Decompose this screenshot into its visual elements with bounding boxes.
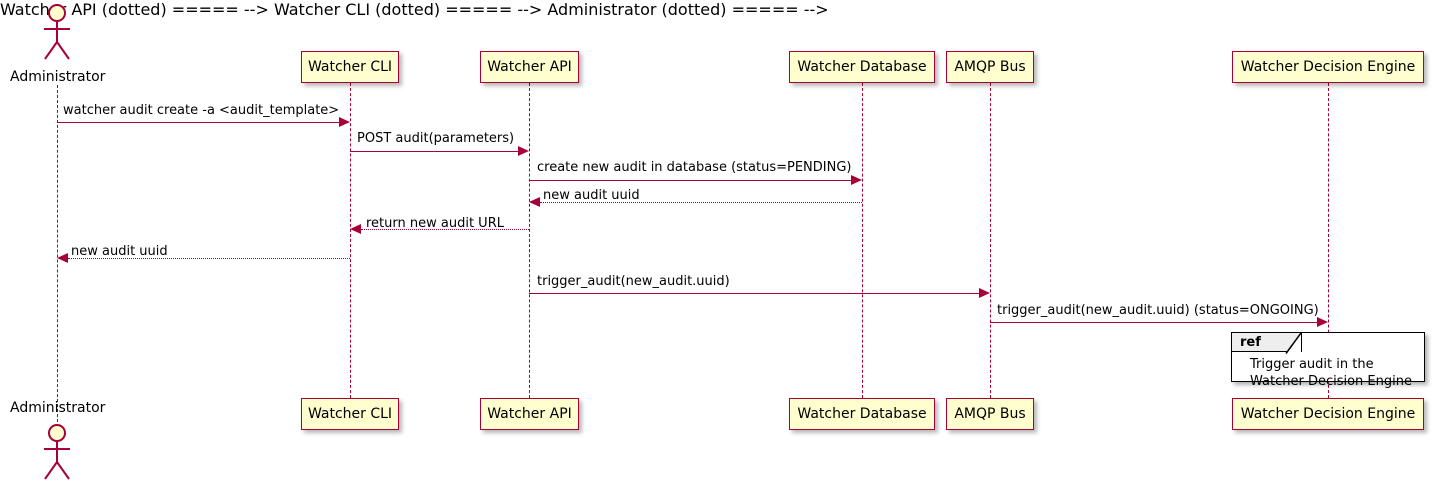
arrowhead-m7 — [979, 288, 990, 298]
message-line-m2 — [350, 151, 518, 152]
participant-watcher-database-bottom[interactable]: Watcher Database — [789, 398, 935, 430]
arrowhead-m3 — [851, 175, 862, 185]
participant-watcher-cli-bottom[interactable]: Watcher CLI — [301, 398, 399, 430]
message-line-m4 — [540, 202, 862, 203]
message-label-m3: create new audit in database (status=PEN… — [537, 160, 852, 175]
ref-fragment-tab-label: ref — [1240, 334, 1261, 350]
actor-label-top: Administrator — [10, 69, 106, 85]
participant-label: Watcher API — [487, 406, 572, 422]
lifeline-watcher-database — [862, 83, 863, 398]
participant-label: Watcher Database — [797, 406, 927, 422]
ref-fragment-body: Trigger audit in the Watcher Decision En… — [1232, 354, 1424, 390]
arrowhead-m4 — [529, 197, 540, 207]
actor-label-bottom: Administrator — [10, 400, 106, 416]
message-label-m4: new audit uuid — [543, 188, 640, 203]
message-line-m1 — [57, 122, 339, 123]
message-label-m6: new audit uuid — [71, 244, 168, 259]
lifeline-watcher-decision-engine — [1328, 83, 1329, 398]
ref-fragment: ref Trigger audit in the Watcher Decisio… — [1231, 332, 1425, 389]
ref-tab-corner-icon — [1285, 333, 1301, 354]
message-line-m5 — [361, 229, 529, 230]
participant-amqp-bus-bottom[interactable]: AMQP Bus — [946, 398, 1034, 430]
participant-label: Watcher CLI — [307, 406, 393, 422]
participant-watcher-api-bottom[interactable]: Watcher API — [480, 398, 579, 430]
ref-fragment-tab: ref — [1232, 333, 1302, 354]
participant-label: Watcher Database — [797, 59, 927, 75]
lifeline-amqp-bus — [990, 83, 991, 398]
arrowhead-m8 — [1317, 317, 1328, 327]
participant-label: AMQP Bus — [954, 59, 1026, 75]
message-label-m5: return new audit URL — [366, 216, 504, 231]
ref-fragment-line1: Trigger audit in the — [1250, 357, 1374, 372]
message-line-m6 — [68, 258, 350, 259]
ref-fragment-line2: Watcher Decision Engine — [1250, 374, 1412, 389]
participant-label: AMQP Bus — [954, 406, 1026, 422]
participant-watcher-api-top[interactable]: Watcher API — [480, 51, 579, 83]
message-line-m3 — [529, 180, 851, 181]
participant-watcher-database-top[interactable]: Watcher Database — [789, 51, 935, 83]
message-line-m7 — [529, 293, 979, 294]
participant-watcher-decision-engine-top[interactable]: Watcher Decision Engine — [1232, 51, 1424, 83]
participant-amqp-bus-top[interactable]: AMQP Bus — [946, 51, 1034, 83]
lifeline-watcher-api — [529, 83, 530, 398]
participant-label: Watcher CLI — [307, 59, 393, 75]
message-label-m2: POST audit(parameters) — [357, 131, 515, 146]
arrowhead-m5 — [350, 224, 361, 234]
actor-figure-top — [44, 4, 70, 60]
arrowhead-m6 — [57, 253, 68, 263]
participant-label: Watcher Decision Engine — [1240, 406, 1416, 422]
message-line-m8 — [990, 322, 1317, 323]
participant-label: Watcher API — [487, 59, 572, 75]
arrowhead-m2 — [518, 146, 529, 156]
lifeline-watcher-cli — [350, 83, 351, 398]
message-label-m7: trigger_audit(new_audit.uuid) — [537, 274, 730, 289]
message-label-m8: trigger_audit(new_audit.uuid) (status=ON… — [997, 303, 1319, 318]
actor-figure-bottom — [44, 424, 70, 480]
message-label-m1: watcher audit create -a <audit_template> — [63, 103, 340, 118]
arrowhead-m1 — [339, 117, 350, 127]
participant-watcher-decision-engine-bottom[interactable]: Watcher Decision Engine — [1232, 398, 1424, 430]
participant-label: Watcher Decision Engine — [1240, 59, 1416, 75]
participant-watcher-cli-top[interactable]: Watcher CLI — [301, 51, 399, 83]
